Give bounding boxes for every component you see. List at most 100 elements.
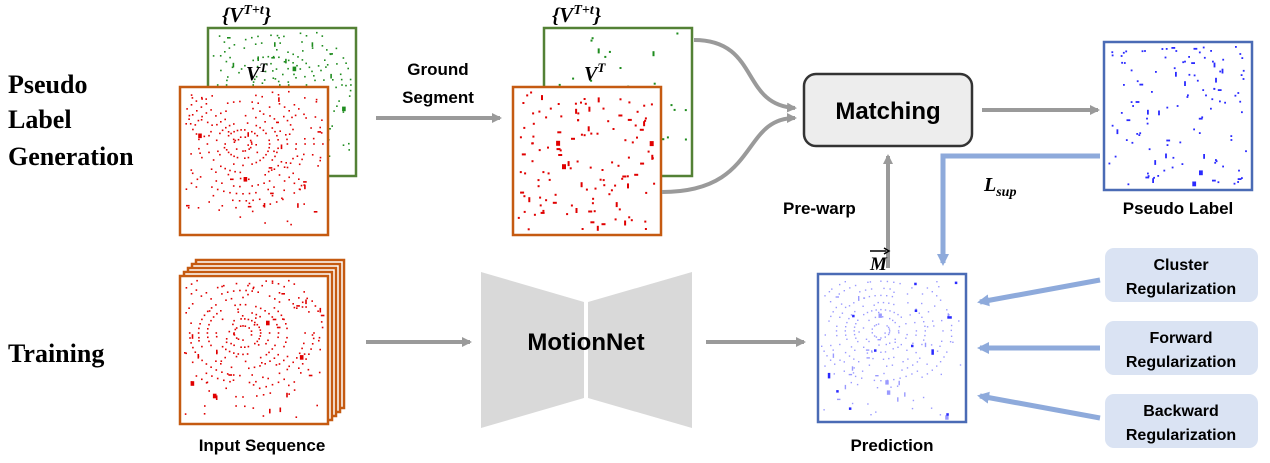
scan-point	[1108, 162, 1111, 165]
scan-point	[1224, 101, 1226, 104]
scan-point	[221, 318, 224, 321]
scan-point	[921, 343, 923, 346]
scan-point	[521, 153, 526, 156]
scan-point	[639, 128, 644, 131]
motionnet-label: MotionNet	[527, 329, 644, 356]
scan-point	[203, 314, 206, 317]
scan-point	[185, 352, 187, 355]
scan-point	[212, 316, 215, 318]
scan-point	[851, 402, 854, 405]
scan-point	[227, 173, 230, 176]
scan-point	[851, 366, 854, 371]
scan-point	[205, 98, 207, 100]
scan-point	[823, 409, 825, 411]
scan-point	[915, 351, 917, 354]
scan-point	[208, 151, 210, 154]
scan-point	[939, 361, 942, 363]
scan-point	[863, 313, 865, 316]
scan-point	[1148, 148, 1151, 151]
scan-point	[310, 348, 312, 350]
scan-point	[268, 139, 270, 142]
scan-point	[1136, 133, 1139, 135]
scan-point	[272, 55, 275, 58]
scan-point	[560, 115, 563, 118]
scan-point	[348, 149, 350, 151]
scan-point	[901, 369, 903, 371]
scan-point	[319, 126, 321, 129]
scan-point	[533, 213, 536, 216]
scan-point	[263, 203, 266, 208]
scan-point	[301, 158, 303, 161]
scan-point	[287, 81, 290, 83]
row-label-label: Label	[8, 105, 72, 134]
scan-point	[275, 201, 278, 203]
scan-point	[321, 119, 323, 121]
scan-point	[228, 47, 231, 49]
scan-point	[303, 291, 305, 293]
scan-point	[264, 70, 267, 73]
scan-point	[300, 184, 303, 187]
scan-point	[297, 56, 299, 58]
scan-point	[624, 220, 627, 226]
scan-point	[858, 331, 860, 333]
scan-point	[303, 353, 306, 355]
scan-point	[608, 50, 611, 53]
scan-point	[602, 179, 605, 182]
scan-point	[1163, 169, 1166, 172]
scan-point	[875, 411, 877, 413]
scan-point	[853, 302, 855, 304]
scan-point	[519, 136, 522, 139]
scan-point	[264, 174, 266, 176]
scan-point	[538, 110, 541, 113]
input-sequence-caption: Input Sequence	[199, 436, 326, 455]
scan-point	[191, 303, 194, 305]
scan-point	[1214, 161, 1217, 164]
scan-point	[276, 34, 279, 37]
scan-point	[924, 325, 926, 327]
scan-point	[1241, 177, 1243, 179]
scan-point	[1242, 69, 1245, 72]
scan-point	[640, 162, 645, 165]
scan-point	[235, 327, 238, 329]
scan-point	[210, 298, 212, 300]
scan-point	[838, 293, 840, 295]
scan-point	[941, 340, 943, 342]
scan-point	[1201, 116, 1204, 119]
scan-point	[248, 367, 250, 370]
scan-point	[936, 281, 938, 283]
scan-point	[1199, 170, 1203, 176]
scan-point	[1172, 156, 1175, 159]
scan-point	[233, 332, 235, 334]
scan-point	[318, 371, 321, 374]
scan-point	[891, 364, 894, 366]
scan-point	[255, 116, 257, 119]
scan-point	[283, 189, 285, 192]
scan-point	[276, 151, 278, 154]
scan-point	[301, 306, 304, 308]
scan-point	[288, 133, 291, 135]
scan-point	[293, 381, 296, 383]
scan-point	[197, 119, 200, 122]
scan-point	[285, 134, 287, 136]
scan-point	[305, 117, 307, 119]
scan-point	[848, 305, 851, 307]
scan-point	[278, 103, 281, 105]
scan-point	[275, 364, 278, 366]
scan-point	[203, 413, 206, 415]
scan-point	[559, 149, 562, 152]
scan-point	[1215, 159, 1217, 161]
motionnet-block: MotionNet	[481, 272, 692, 428]
scan-point	[918, 312, 920, 314]
scan-point	[297, 203, 299, 208]
scan-point	[946, 351, 948, 353]
scan-point	[523, 210, 526, 213]
scan-point	[288, 110, 290, 112]
scan-point	[844, 351, 847, 354]
scan-point	[257, 56, 259, 61]
scan-point	[208, 323, 210, 326]
scan-point	[215, 360, 217, 362]
scan-point	[262, 205, 265, 207]
scan-point	[271, 57, 275, 59]
scan-point	[318, 336, 321, 339]
scan-point	[331, 125, 333, 127]
